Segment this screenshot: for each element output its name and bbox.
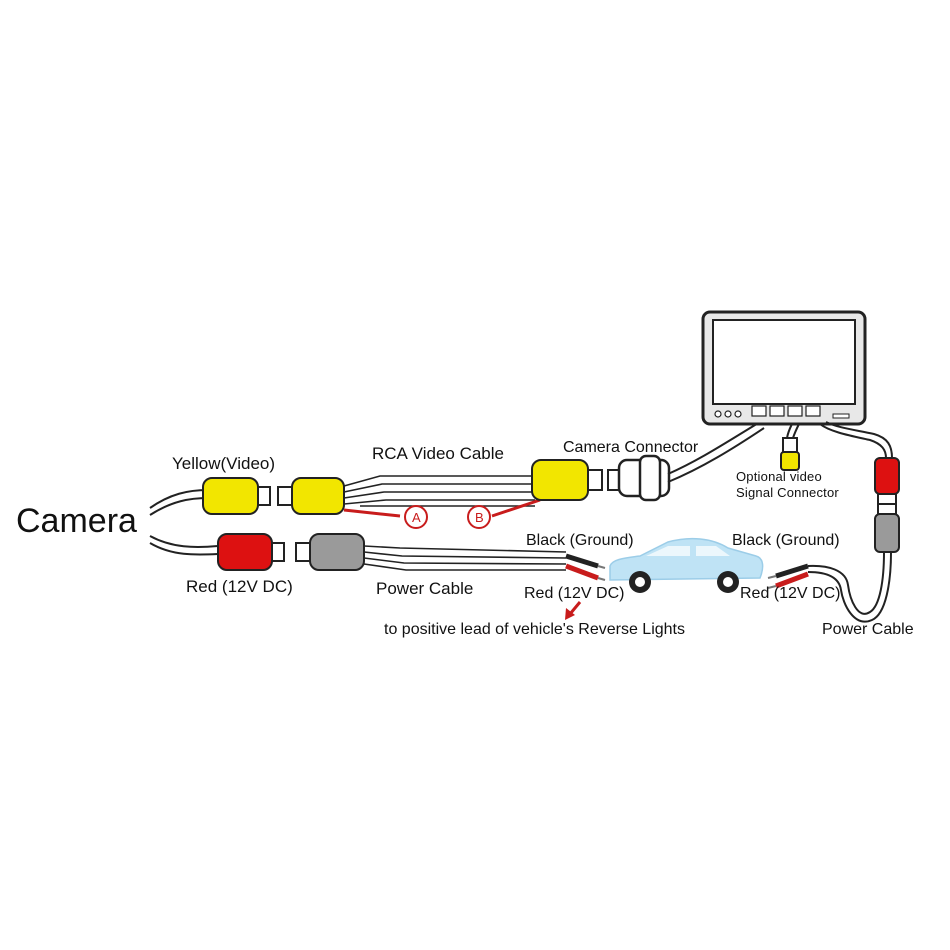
black-ground-label-right: Black (Ground) bbox=[732, 532, 840, 549]
camera-power-cable bbox=[149, 535, 219, 556]
monitor bbox=[701, 310, 867, 426]
monitor-gray-plug bbox=[874, 503, 900, 553]
car-icon bbox=[609, 537, 764, 593]
marker-a-label: A bbox=[412, 510, 421, 525]
power-gray-plug bbox=[295, 533, 365, 571]
power-cable-label-mid: Power Cable bbox=[376, 579, 474, 598]
power-wire-ends-right bbox=[767, 563, 809, 589]
optional-video-label-1: Optional video bbox=[736, 469, 822, 484]
red-12v-dc-label-mid: Red (12V DC) bbox=[524, 585, 625, 602]
reverse-lights-note: to positive lead of vehicle's Reverse Li… bbox=[384, 621, 685, 638]
yellow-video-label: Yellow(Video) bbox=[172, 454, 276, 473]
marker-b-label: B bbox=[475, 510, 484, 525]
power-wire-ends-mid bbox=[565, 553, 606, 581]
power-cable-loop bbox=[807, 551, 892, 623]
red-trigger-wires bbox=[343, 498, 541, 518]
camera-connector-white bbox=[607, 454, 671, 502]
optional-video-connector bbox=[780, 437, 800, 471]
marker-b bbox=[467, 505, 491, 529]
monitor-cable bbox=[667, 421, 765, 483]
camera-connector-yellow bbox=[531, 459, 603, 501]
optional-video-label-2: Signal Connector bbox=[736, 485, 839, 500]
camera-label: Camera bbox=[16, 502, 137, 540]
black-ground-label-mid: Black (Ground) bbox=[526, 532, 634, 549]
rca-video-cable-bundle bbox=[343, 475, 535, 507]
camera-red-connector bbox=[217, 533, 285, 571]
red-12v-dc-label-right: Red (12V DC) bbox=[740, 585, 841, 602]
marker-a bbox=[404, 505, 428, 529]
reverse-lights-arrow bbox=[565, 601, 582, 620]
monitor-red-connector bbox=[874, 457, 900, 505]
optional-video-cable bbox=[786, 423, 800, 439]
camera-yellow-connector bbox=[202, 477, 271, 515]
red-12v-dc-label-left: Red (12V DC) bbox=[186, 577, 293, 596]
rca-yellow-plug bbox=[277, 477, 345, 515]
rca-video-cable-label: RCA Video Cable bbox=[372, 444, 504, 463]
camera-connector-label: Camera Connector bbox=[563, 439, 699, 456]
camera-video-cable bbox=[149, 489, 209, 516]
power-cable-bundle bbox=[363, 545, 567, 571]
power-cable-label-right: Power Cable bbox=[822, 621, 914, 638]
monitor-power-cable bbox=[819, 421, 893, 459]
